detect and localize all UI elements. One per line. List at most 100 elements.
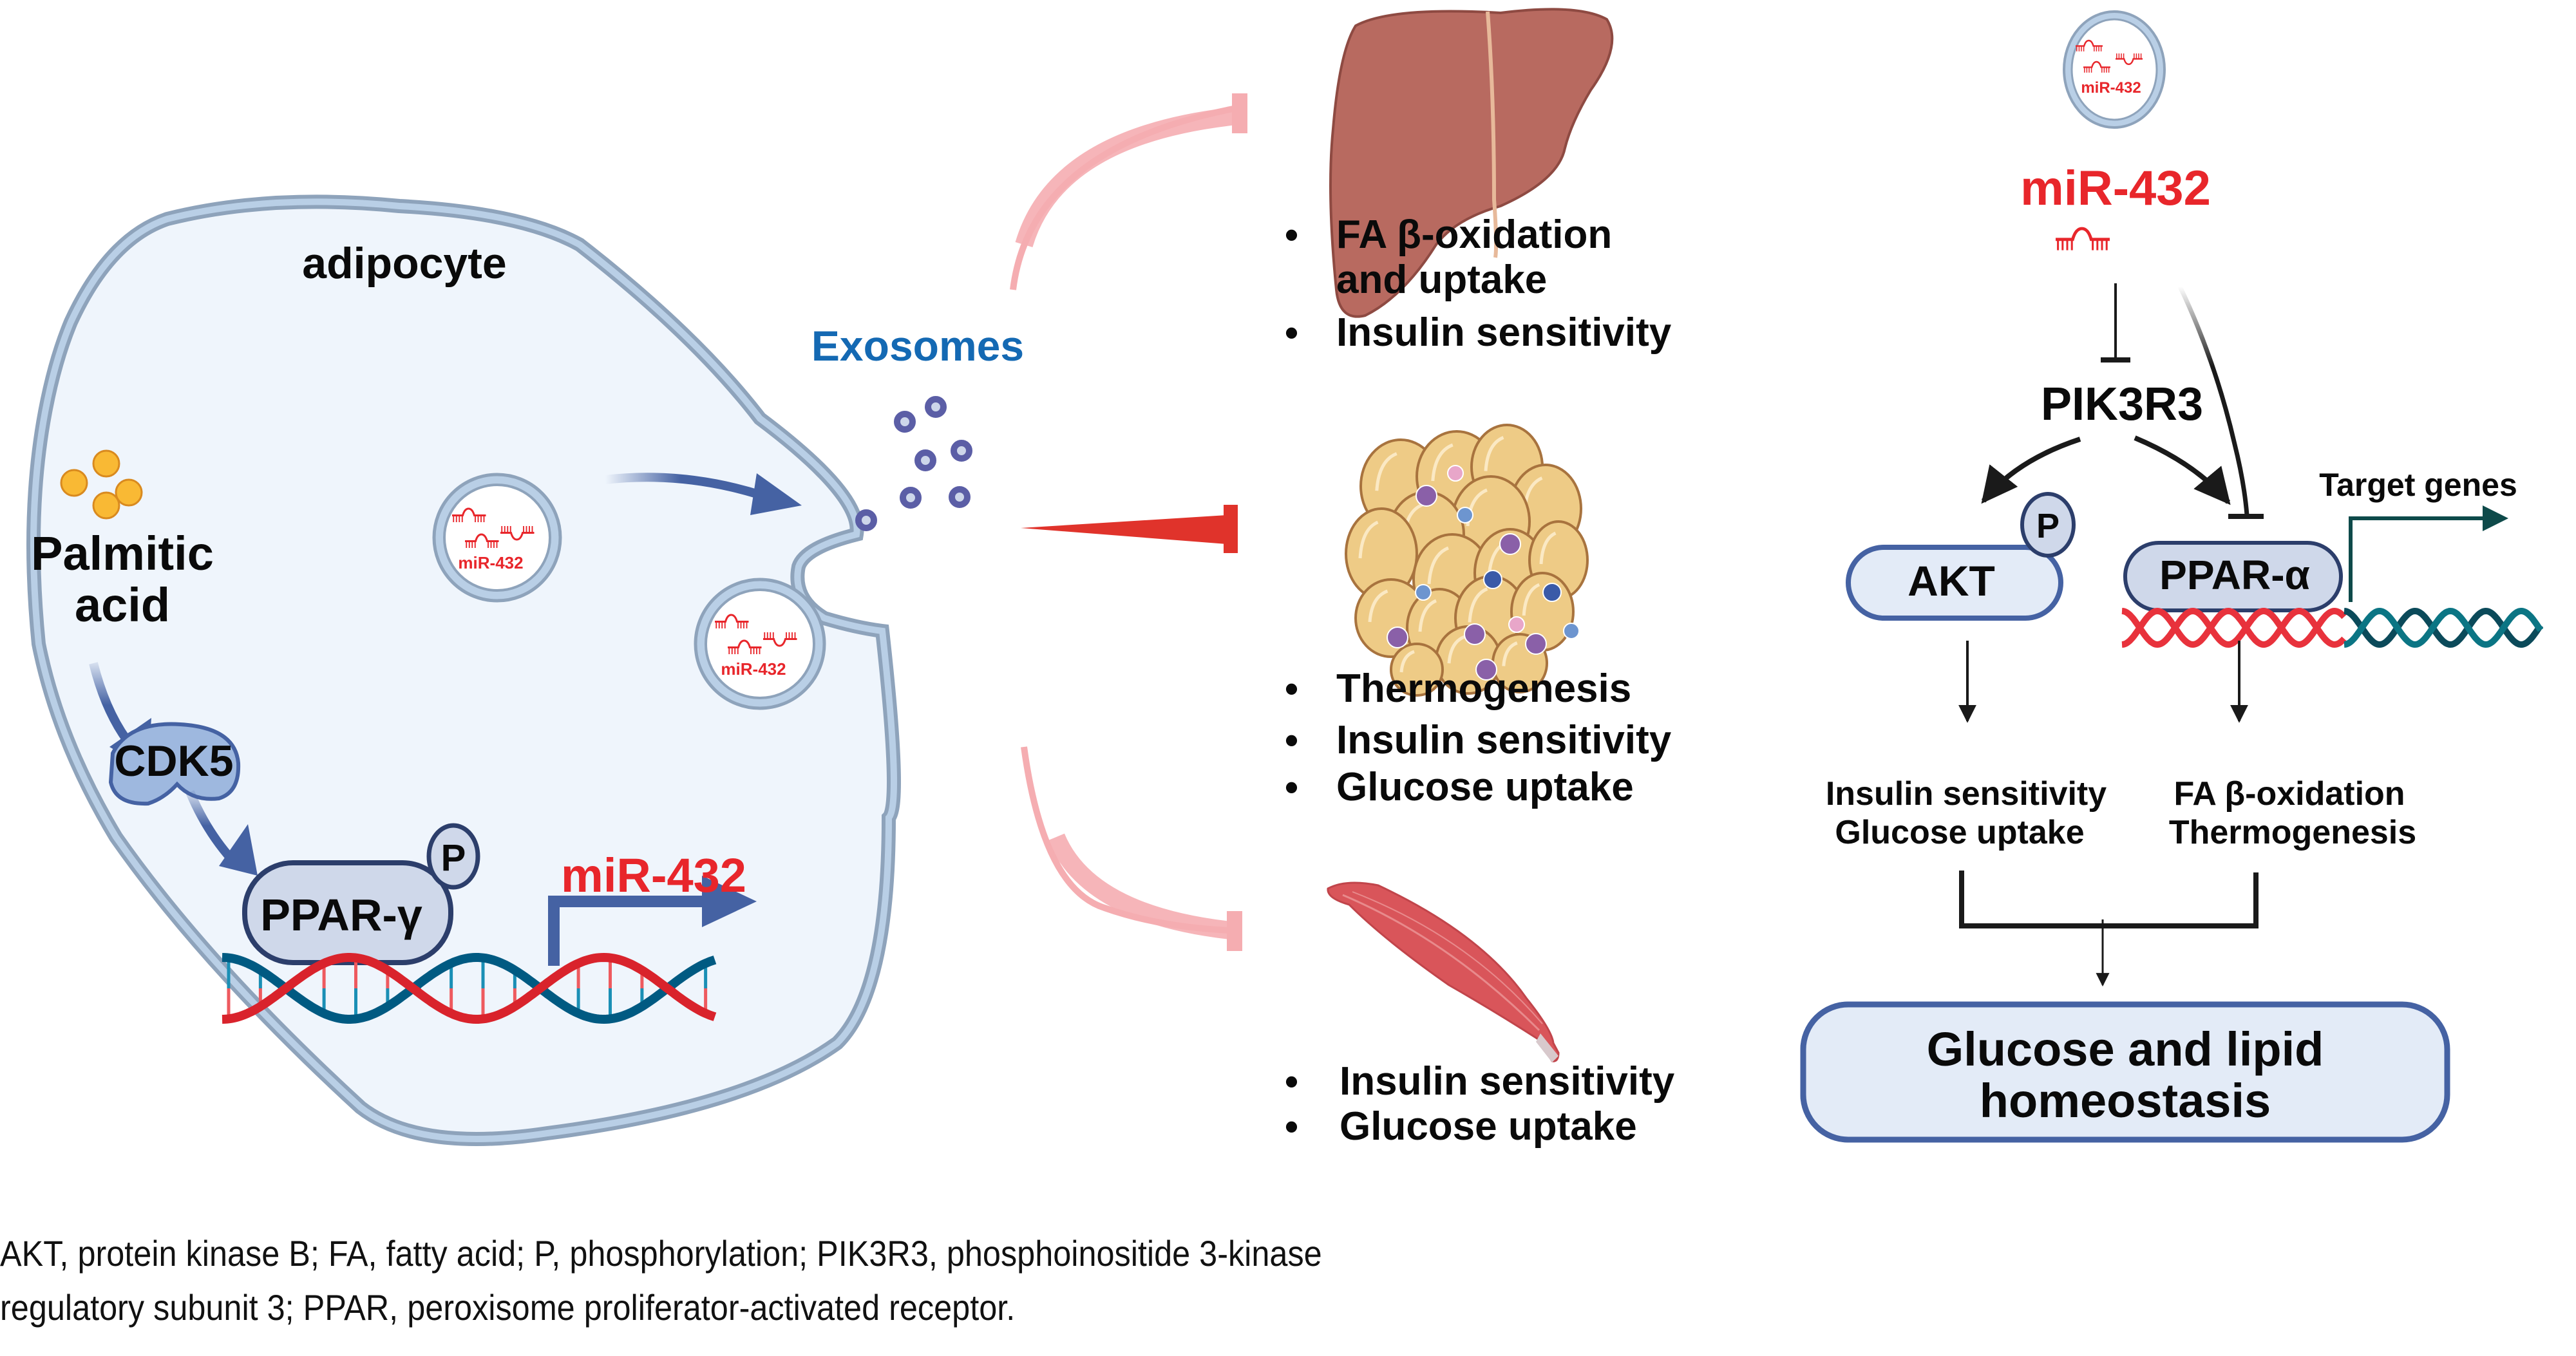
adipocyte-highlight bbox=[1399, 650, 1415, 673]
adipose-effect-3: Glucose uptake bbox=[1336, 765, 1634, 809]
mir432-gene-label: miR-432 bbox=[561, 849, 746, 902]
muscle-effect-1: Insulin sensitivity bbox=[1340, 1059, 1675, 1104]
vesicle-right-label: miR-432 bbox=[2081, 79, 2141, 97]
adipose-tissue-icon bbox=[1345, 424, 1589, 697]
vesicle-2-label: miR-432 bbox=[721, 659, 786, 679]
akt-outcome-1: Insulin sensitivity bbox=[1826, 775, 2107, 813]
bullet: • bbox=[1285, 667, 1298, 710]
caption-line-2: regulatory subunit 3; PPAR, peroxisome p… bbox=[0, 1287, 1016, 1328]
akt-phospho-label: P bbox=[2036, 507, 2060, 545]
dna-helix-right-icon bbox=[2121, 607, 2544, 648]
cdk5-protein bbox=[108, 722, 241, 806]
adipocyte-highlight bbox=[1468, 587, 1488, 623]
homeostasis-box bbox=[1800, 1001, 2450, 1143]
ppar-outcome-2: Thermogenesis bbox=[2169, 814, 2416, 851]
figure-caption: AKT, protein kinase B; FA, fatty acid; P… bbox=[0, 1227, 1565, 1335]
vesicle-2: miR-432 bbox=[694, 578, 826, 710]
dna-strand bbox=[2121, 607, 2347, 648]
exosome-particles-icon bbox=[855, 396, 972, 531]
immune-cell-glyph bbox=[1483, 570, 1502, 589]
cell-membrane-inner bbox=[30, 198, 897, 1142]
akt-protein bbox=[1846, 492, 2076, 621]
target-gene-arrow-icon bbox=[2349, 505, 2508, 602]
pik3r3-label: PIK3R3 bbox=[2041, 379, 2203, 430]
bullet: • bbox=[1285, 1105, 1298, 1148]
ppar-alpha-label: PPAR-α bbox=[2159, 552, 2310, 598]
adipocyte-highlight bbox=[1358, 520, 1379, 559]
inhibition-to-muscle bbox=[1021, 746, 1242, 951]
muscle-effect-2: Glucose uptake bbox=[1340, 1104, 1637, 1149]
mir432-label: miR-432 bbox=[2020, 161, 2211, 216]
akt-label: AKT bbox=[1908, 557, 1995, 605]
akt-outcome-2: Glucose uptake bbox=[1835, 814, 2084, 851]
inhibition-to-liver bbox=[1010, 93, 1247, 290]
immune-cell-glyph bbox=[1464, 623, 1486, 645]
muscle-effects: • Insulin sensitivity • Glucose uptake bbox=[1285, 1059, 1675, 1149]
adipocyte-highlight bbox=[1418, 599, 1437, 632]
arrow-cdk5-to-ppar-gamma bbox=[185, 790, 258, 876]
adipocyte-highlight bbox=[1484, 436, 1504, 471]
adipocyte-highlight bbox=[1427, 546, 1450, 585]
merge-bracket bbox=[1959, 871, 2259, 987]
adipocyte-highlight bbox=[1375, 452, 1397, 491]
liver-icon bbox=[1329, 8, 1614, 318]
liver-effect-1: FA β-oxidation bbox=[1336, 212, 1612, 257]
bullet: • bbox=[1285, 766, 1298, 809]
liver-effect-1b: and uptake bbox=[1336, 258, 1547, 302]
dna-strand bbox=[222, 952, 717, 1024]
immune-cell-glyph bbox=[1457, 507, 1473, 523]
exosomes-label: Exosomes bbox=[811, 322, 1024, 370]
immune-cell-glyph bbox=[1475, 659, 1497, 681]
target-genes-label: Target genes bbox=[2319, 467, 2517, 503]
adipose-effects: • Thermogenesis • Insulin sensitivity • … bbox=[1285, 666, 1672, 809]
transcription-arrow-icon bbox=[548, 876, 757, 966]
immune-cell-glyph bbox=[1447, 465, 1464, 482]
adipocyte-highlight bbox=[1502, 641, 1518, 666]
immune-cell-glyph bbox=[1415, 584, 1432, 601]
vesicle-1-label: miR-432 bbox=[458, 553, 523, 572]
bullet: • bbox=[1285, 719, 1298, 762]
immune-cell-glyph bbox=[1563, 623, 1580, 639]
ppar-gamma-phospho-label: P bbox=[441, 837, 466, 879]
ppar-outcome-1: FA β-oxidation bbox=[2174, 775, 2405, 813]
dna-strand bbox=[2121, 607, 2347, 648]
inhibition-mir-to-ppar-alpha bbox=[2177, 285, 2264, 519]
homeostasis-label-1: Glucose and lipid bbox=[1927, 1022, 2324, 1076]
dna-helix-left-icon bbox=[222, 952, 717, 1024]
arrow-pik3r3-to-ppar-alpha bbox=[2134, 435, 2231, 505]
bullet: • bbox=[1285, 1060, 1298, 1103]
cdk5-label: CDK5 bbox=[114, 737, 233, 786]
adipose-effect-1: Thermogenesis bbox=[1336, 666, 1631, 711]
adipocyte-highlight bbox=[1431, 443, 1454, 482]
arrow-pik3r3-to-akt bbox=[1981, 437, 2081, 504]
adipocyte-highlight bbox=[1368, 589, 1388, 623]
cell-label: adipocyte bbox=[302, 239, 506, 288]
dna-strand bbox=[222, 953, 717, 1024]
adipocyte-cell-glyph bbox=[1390, 643, 1444, 697]
adipocyte-highlight bbox=[1539, 531, 1557, 565]
caption-line-1: AKT, protein kinase B; FA, fatty acid; P… bbox=[0, 1233, 1322, 1274]
immune-cell-glyph bbox=[1525, 633, 1547, 655]
immune-cell-glyph bbox=[1416, 485, 1437, 507]
immune-cell-glyph bbox=[1542, 583, 1562, 602]
palmitic-acid-label-1: Palmitic bbox=[31, 527, 214, 580]
bullet: • bbox=[1285, 213, 1298, 256]
arrow-vesicle-to-exocytosis bbox=[605, 473, 802, 515]
immune-cell-glyph bbox=[1387, 626, 1408, 648]
dna-strand bbox=[2344, 607, 2544, 648]
adipose-effect-2: Insulin sensitivity bbox=[1336, 718, 1672, 762]
vesicle-1: miR-432 bbox=[432, 473, 562, 603]
bullet: • bbox=[1285, 311, 1298, 354]
exosome-vesicle-right: miR-432 bbox=[2063, 10, 2166, 129]
homeostasis-label-2: homeostasis bbox=[1980, 1074, 2271, 1127]
muscle-icon bbox=[1327, 881, 1560, 1062]
mirna-hairpin-icon bbox=[2056, 229, 2110, 250]
inhibition-to-adipose bbox=[1021, 505, 1238, 553]
immune-cell-glyph bbox=[1499, 533, 1521, 555]
immune-cell-glyph bbox=[1508, 616, 1525, 633]
inhibition-mir-to-pik3r3 bbox=[2101, 283, 2130, 363]
palmitic-acid-label-2: acid bbox=[75, 578, 170, 632]
ppar-gamma-label: PPAR-γ bbox=[260, 890, 422, 940]
liver-effects: • FA β-oxidation and uptake • Insulin se… bbox=[1285, 212, 1672, 355]
